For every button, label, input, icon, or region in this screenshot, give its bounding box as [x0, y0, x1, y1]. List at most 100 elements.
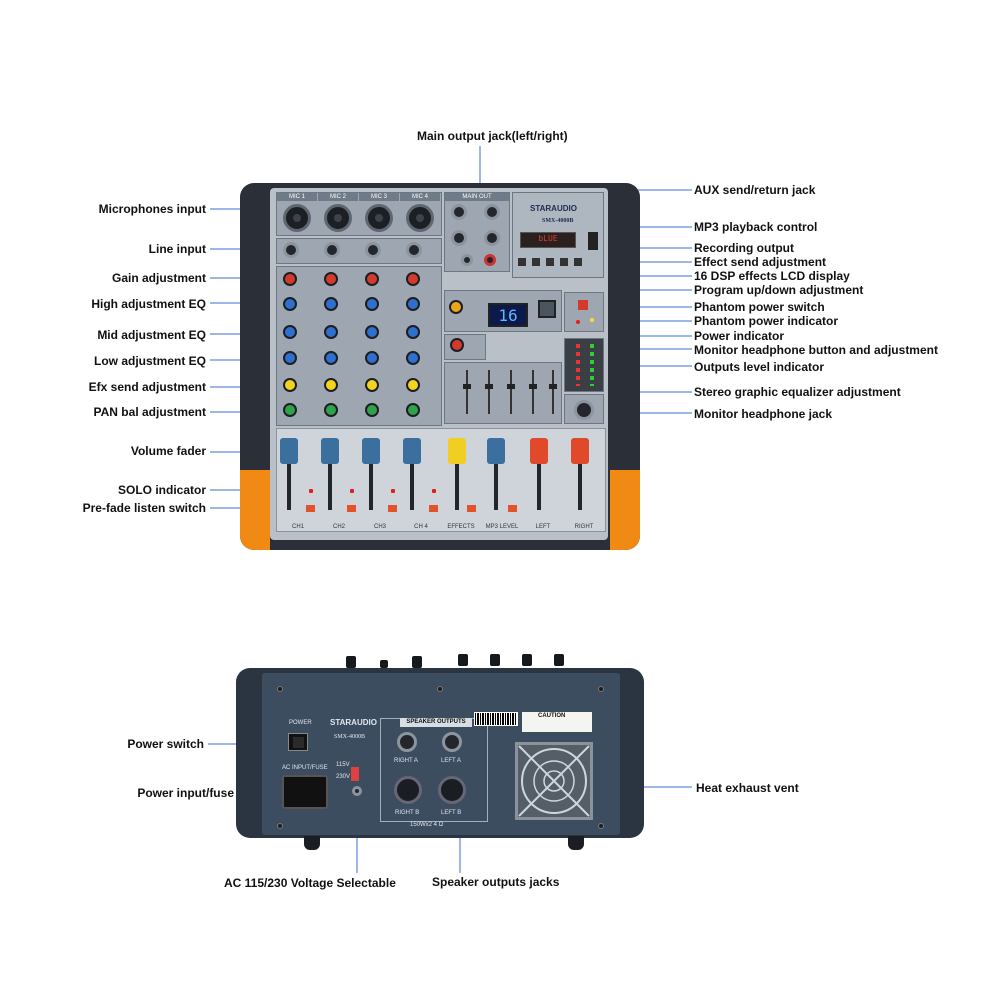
- label-pan-bal: PAN bal adjustment: [93, 405, 206, 419]
- geq-slider[interactable]: [507, 384, 515, 389]
- high-eq-knob[interactable]: [365, 297, 379, 311]
- top-knob: [490, 654, 500, 666]
- speakon-right-b[interactable]: [394, 776, 422, 804]
- screw: [277, 823, 283, 829]
- usb-port[interactable]: [588, 232, 598, 250]
- geq-slider[interactable]: [485, 384, 493, 389]
- pan-knob[interactable]: [283, 403, 297, 417]
- jack-label: LEFT A: [441, 758, 461, 764]
- fuse-holder[interactable]: [352, 786, 362, 796]
- jack-label: RIGHT A: [394, 758, 418, 764]
- geq-slider[interactable]: [549, 384, 557, 389]
- pfl-switch[interactable]: [347, 505, 356, 512]
- line-input-jack[interactable]: [283, 242, 299, 258]
- barcode-sticker: [474, 712, 518, 726]
- aux-jack[interactable]: [484, 230, 500, 246]
- fader-track: [537, 440, 541, 510]
- volume-fader[interactable]: [280, 438, 298, 464]
- high-eq-knob[interactable]: [406, 297, 420, 311]
- low-eq-knob[interactable]: [406, 351, 420, 365]
- label-phantom-switch: Phantom power switch: [694, 300, 825, 314]
- mic-xlr-jack[interactable]: [365, 204, 393, 232]
- line-input-jack[interactable]: [324, 242, 340, 258]
- mp3-level-fader[interactable]: [487, 438, 505, 464]
- low-eq-knob[interactable]: [324, 351, 338, 365]
- rec-out-jack[interactable]: [484, 254, 496, 266]
- geq-slider-track: [488, 370, 490, 414]
- gain-knob[interactable]: [324, 272, 338, 286]
- label-power-input: Power input/fuse: [137, 786, 234, 800]
- mic-xlr-jack[interactable]: [283, 204, 311, 232]
- label-voltage-select: AC 115/230 Voltage Selectable: [224, 876, 396, 890]
- top-knob: [346, 656, 356, 668]
- mp3-stop-button[interactable]: [546, 258, 554, 266]
- mp3-prev-button[interactable]: [518, 258, 526, 266]
- effects-fader[interactable]: [448, 438, 466, 464]
- geq-slider[interactable]: [463, 384, 471, 389]
- speakon-left-b[interactable]: [438, 776, 466, 804]
- pfl-switch[interactable]: [306, 505, 315, 512]
- aux-jack[interactable]: [451, 230, 467, 246]
- pfl-switch[interactable]: [429, 505, 438, 512]
- mp3-play-button[interactable]: [532, 258, 540, 266]
- main-out-jack-left[interactable]: [451, 204, 467, 220]
- gain-knob[interactable]: [283, 272, 297, 286]
- gain-knob[interactable]: [406, 272, 420, 286]
- power-switch[interactable]: [288, 733, 308, 751]
- right-master-fader[interactable]: [571, 438, 589, 464]
- speaker-jack-left-a[interactable]: [442, 732, 462, 752]
- main-out-jack-right[interactable]: [484, 204, 500, 220]
- gain-knob[interactable]: [365, 272, 379, 286]
- volume-fader[interactable]: [321, 438, 339, 464]
- label-mp3-control: MP3 playback control: [694, 220, 818, 234]
- high-eq-knob[interactable]: [283, 297, 297, 311]
- rec-out-jack[interactable]: [461, 254, 473, 266]
- efx-send-knob[interactable]: [406, 378, 420, 392]
- volume-fader[interactable]: [403, 438, 421, 464]
- label-program-updown: Program up/down adjustment: [694, 283, 864, 297]
- volume-fader[interactable]: [362, 438, 380, 464]
- efx-send-knob[interactable]: [365, 378, 379, 392]
- geq-slider[interactable]: [529, 384, 537, 389]
- pan-knob[interactable]: [365, 403, 379, 417]
- pfl-switch[interactable]: [467, 505, 476, 512]
- label-mid-eq: Mid adjustment EQ: [97, 328, 206, 342]
- pan-knob[interactable]: [324, 403, 338, 417]
- speaker-jack-right-a[interactable]: [397, 732, 417, 752]
- voltage-selector-switch[interactable]: [351, 767, 359, 781]
- low-eq-knob[interactable]: [365, 351, 379, 365]
- high-eq-knob[interactable]: [324, 297, 338, 311]
- power-input-socket[interactable]: [282, 775, 328, 809]
- efx-send-knob[interactable]: [324, 378, 338, 392]
- efx-send-knob[interactable]: [283, 378, 297, 392]
- level-led-right: [590, 344, 594, 386]
- headphone-jack[interactable]: [574, 400, 594, 420]
- mic-header: MIC 3: [359, 193, 399, 201]
- pfl-switch[interactable]: [508, 505, 517, 512]
- line-input-jack[interactable]: [365, 242, 381, 258]
- mic-xlr-jack[interactable]: [324, 204, 352, 232]
- mid-eq-knob[interactable]: [283, 325, 297, 339]
- fader-track: [578, 440, 582, 510]
- monitor-headphone-knob[interactable]: [450, 338, 464, 352]
- line-input-jack[interactable]: [406, 242, 422, 258]
- label-efx-send: Efx send adjustment: [88, 380, 206, 394]
- mid-eq-knob[interactable]: [406, 325, 420, 339]
- pfl-switch[interactable]: [388, 505, 397, 512]
- mic-xlr-jack[interactable]: [406, 204, 434, 232]
- mid-eq-knob[interactable]: [324, 325, 338, 339]
- program-updown-button[interactable]: [538, 300, 556, 318]
- mid-eq-knob[interactable]: [365, 325, 379, 339]
- mp3-repeat-button[interactable]: [574, 258, 582, 266]
- rubber-foot: [304, 836, 320, 850]
- fader-track: [410, 440, 414, 510]
- pan-knob[interactable]: [406, 403, 420, 417]
- solo-indicator: [391, 489, 395, 493]
- phantom-switch[interactable]: [578, 300, 588, 310]
- left-master-fader[interactable]: [530, 438, 548, 464]
- effect-send-knob[interactable]: [449, 300, 463, 314]
- low-eq-knob[interactable]: [283, 351, 297, 365]
- mp3-next-button[interactable]: [560, 258, 568, 266]
- top-knob: [522, 654, 532, 666]
- solo-indicator: [309, 489, 313, 493]
